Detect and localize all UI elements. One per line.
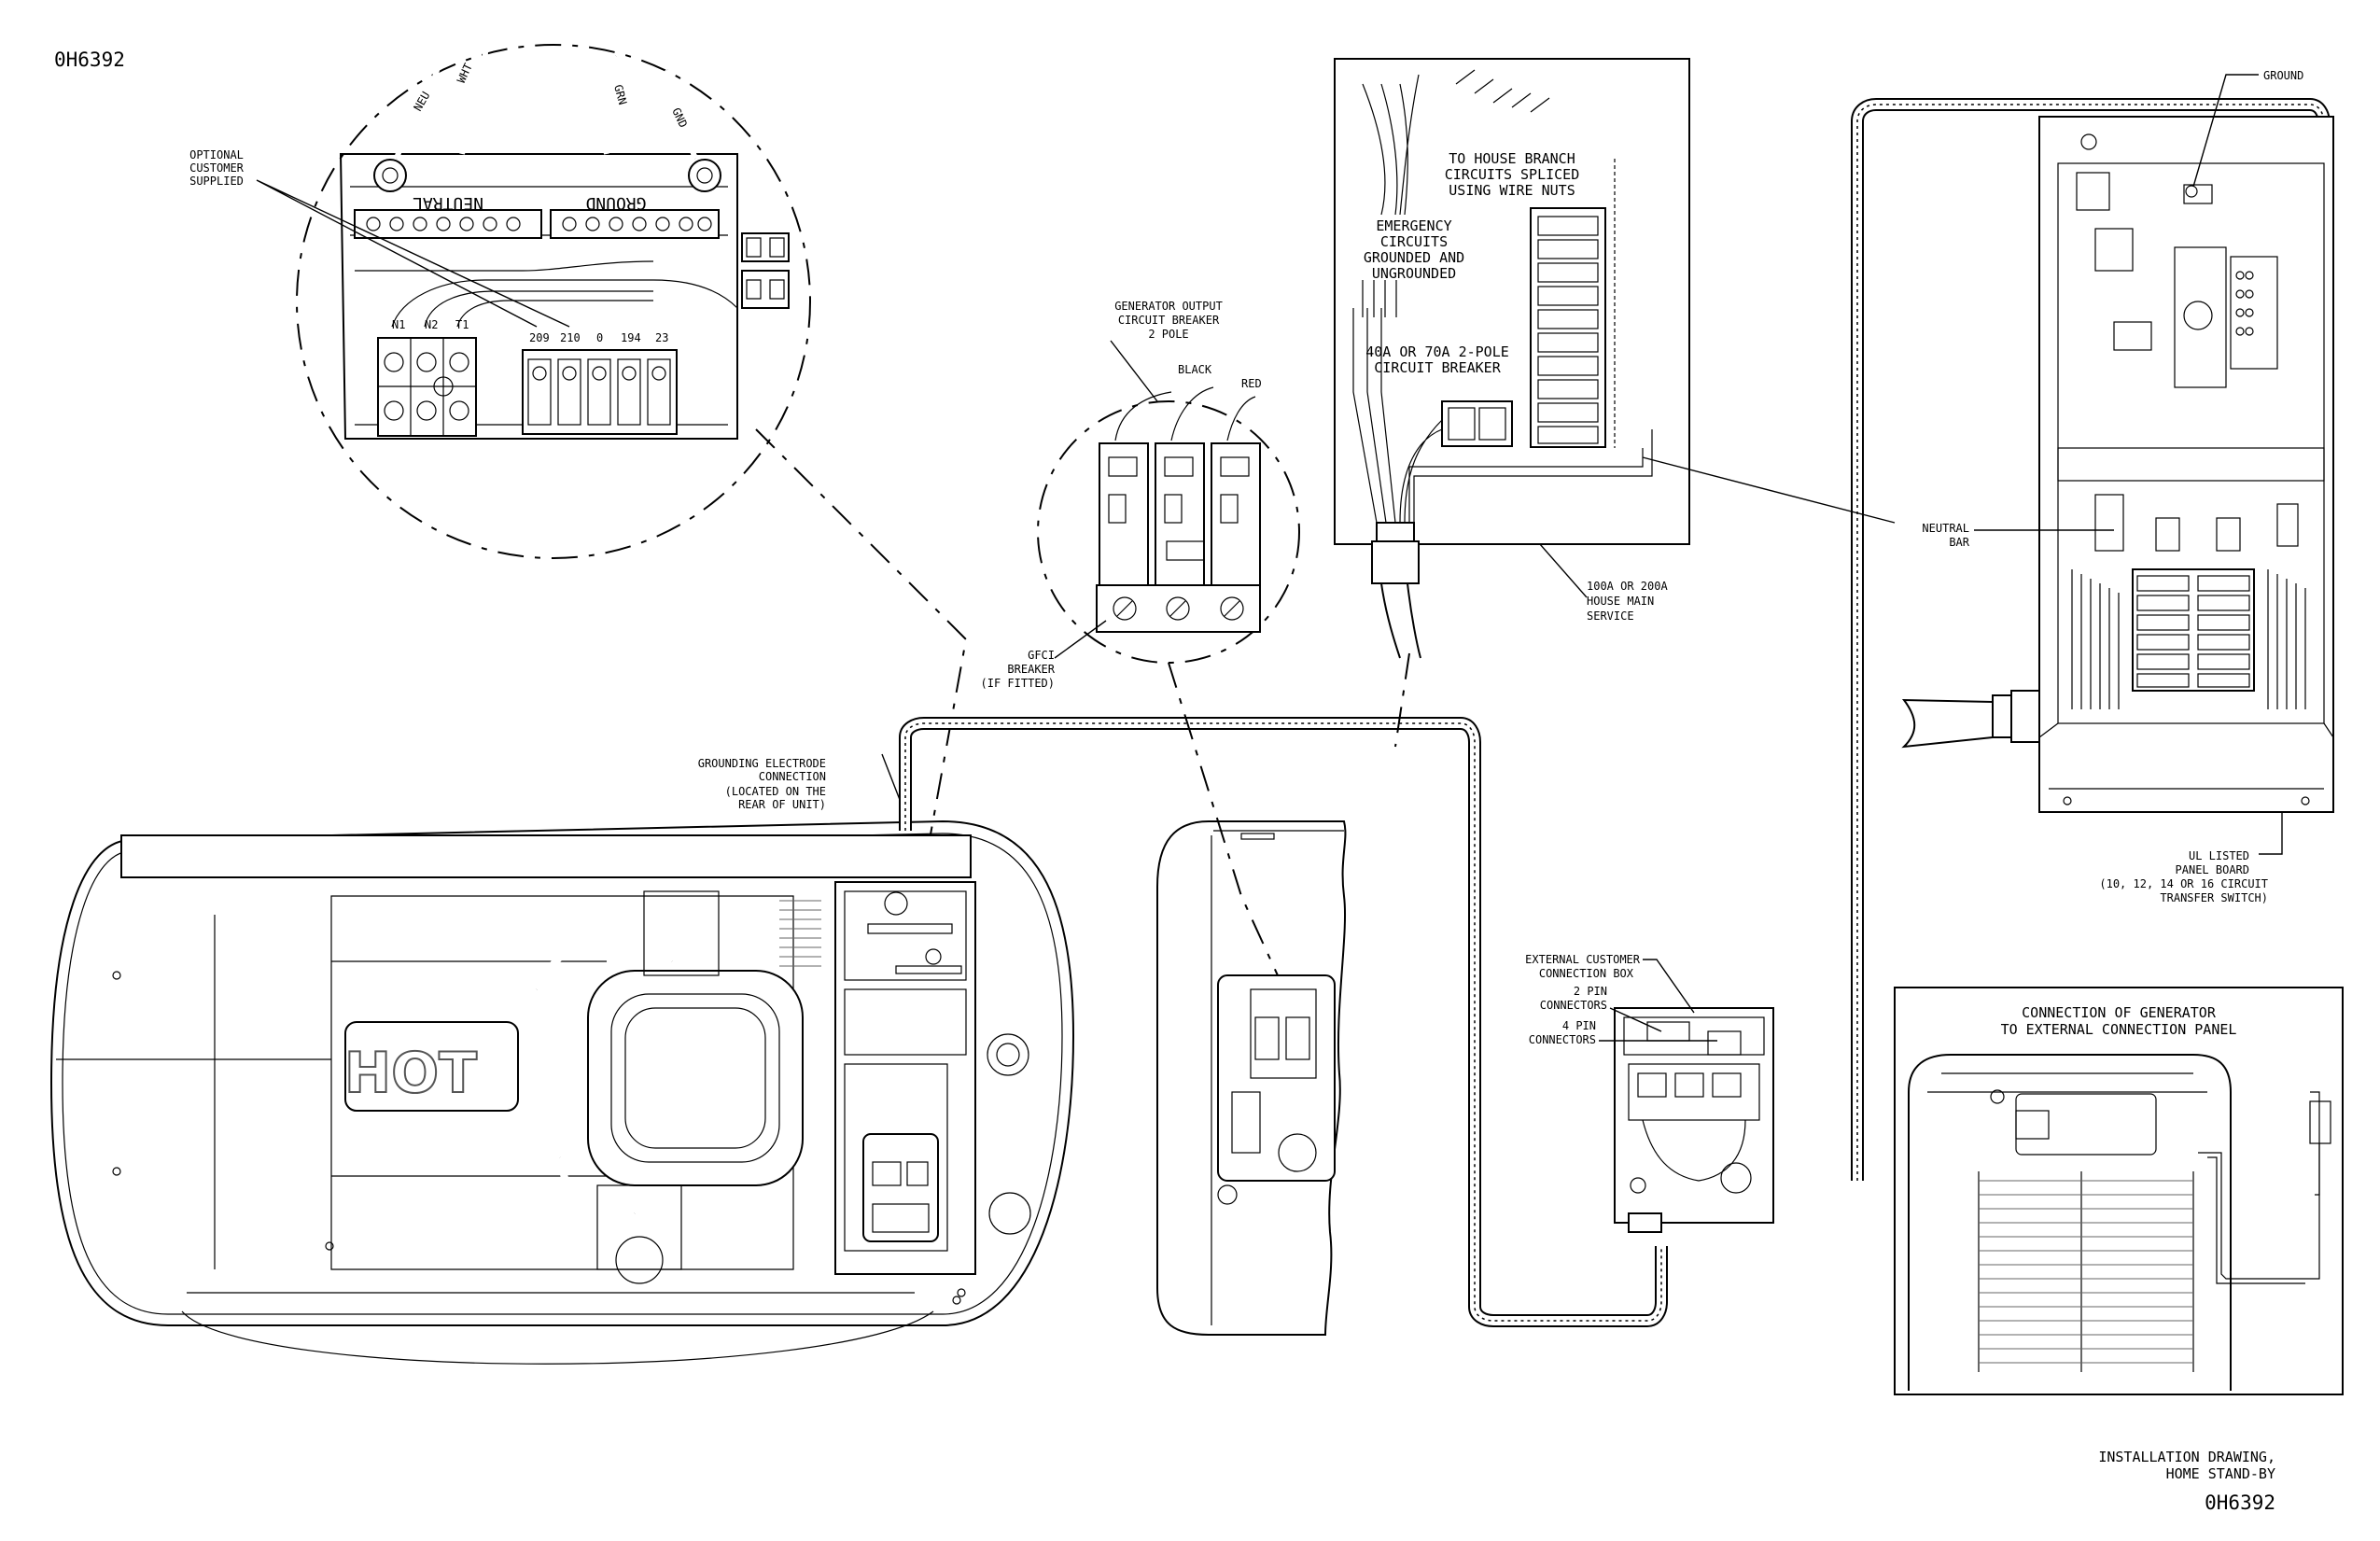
black-wire-label: BLACK — [1178, 363, 1212, 376]
grounding-electrode-callout: GROUNDING ELECTRODE CONNECTION (LOCATED … — [698, 753, 911, 827]
generator-top-view: HOT — [49, 820, 1075, 1365]
external-box-callout: EXTERNAL CUSTOMER CONNECTION BOX — [1525, 953, 1695, 1014]
inset-title-line-2: TO EXTERNAL CONNECTION PANEL — [2001, 1021, 2237, 1038]
control-terminal-209: 209 — [529, 331, 550, 344]
document-id-top: 0H6392 — [54, 49, 125, 71]
svg-text:(LOCATED ON THE: (LOCATED ON THE — [725, 785, 826, 798]
ul-listed-callout: UL LISTED PANEL BOARD (10, 12, 14 OR 16 … — [2099, 812, 2283, 904]
svg-text:GFCI: GFCI — [1028, 649, 1055, 662]
breaker-2pole-line-2: CIRCUIT BREAKER — [1374, 359, 1501, 376]
svg-text:SERVICE: SERVICE — [1587, 609, 1634, 623]
svg-text:PANEL BOARD: PANEL BOARD — [2176, 863, 2249, 876]
two-pin-connector-callout: 2 PIN CONNECTORS — [1540, 985, 1662, 1032]
svg-text:EXTERNAL CUSTOMER: EXTERNAL CUSTOMER — [1525, 953, 1641, 966]
house-branch-line-2: CIRCUITS SPLICED — [1445, 166, 1580, 183]
wire-gnd-label: GND — [669, 105, 690, 130]
drawing-title-line-2: HOME STAND-BY — [2166, 1465, 2275, 1482]
svg-text:100A OR 200A: 100A OR 200A — [1587, 580, 1668, 593]
emergency-line-2: CIRCUITS — [1380, 233, 1448, 250]
svg-text:CIRCUIT BREAKER: CIRCUIT BREAKER — [1118, 314, 1220, 327]
svg-text:CONNECTORS: CONNECTORS — [1529, 1033, 1596, 1046]
wire-wht-label: WHT — [455, 62, 475, 86]
svg-text:2 POLE: 2 POLE — [1148, 328, 1188, 341]
svg-text:CONNECTION BOX: CONNECTION BOX — [1539, 967, 1634, 980]
ground-bar-label: GROUND — [585, 193, 646, 213]
control-terminal-210: 210 — [560, 331, 581, 344]
gfci-breaker-callout: GFCI BREAKER (IF FITTED) — [981, 620, 1107, 690]
svg-text:UL LISTED: UL LISTED — [2189, 849, 2249, 862]
emergency-line-4: UNGROUNDED — [1372, 265, 1456, 282]
generator-output-breaker-callout: GENERATOR OUTPUT CIRCUIT BREAKER 2 POLE … — [1110, 300, 1262, 402]
connection-inset: CONNECTION OF GENERATOR TO EXTERNAL CONN… — [1894, 987, 2344, 1395]
generator-side-panel — [1156, 820, 1347, 1336]
optional-customer-supplied-callout: OPTIONAL CUSTOMER SUPPLIED — [189, 148, 570, 328]
emergency-line-1: EMERGENCY — [1376, 217, 1451, 234]
control-terminal-23: 23 — [655, 331, 668, 344]
svg-text:NEUTRAL: NEUTRAL — [1922, 522, 1969, 535]
red-wire-label: RED — [1241, 377, 1262, 390]
svg-text:(10, 12, 14 OR 16 CIRCUIT: (10, 12, 14 OR 16 CIRCUIT — [2099, 877, 2268, 890]
svg-text:2 PIN: 2 PIN — [1574, 985, 1607, 998]
neutral-bar-label: NEUTRAL — [413, 193, 483, 213]
house-branch-line-1: TO HOUSE BRANCH — [1449, 150, 1575, 167]
svg-text:GROUND: GROUND — [2263, 69, 2303, 82]
wire-grn-label: GRN — [611, 83, 629, 106]
svg-text:BAR: BAR — [1949, 536, 1969, 549]
svg-text:OPTIONAL: OPTIONAL — [189, 148, 244, 161]
emergency-line-3: GROUNDED AND — [1364, 249, 1464, 266]
main-service-callout: 100A OR 200A HOUSE MAIN SERVICE — [1539, 543, 1668, 623]
inset-title-line-1: CONNECTION OF GENERATOR — [2022, 1004, 2217, 1021]
svg-text:CUSTOMER: CUSTOMER — [189, 161, 245, 175]
hot-warning-label: HOT — [344, 1041, 477, 1106]
svg-text:HOUSE MAIN: HOUSE MAIN — [1587, 595, 1654, 608]
control-terminal-194: 194 — [621, 331, 641, 344]
control-terminal-0: 0 — [596, 331, 603, 344]
external-connection-box — [1614, 1007, 1774, 1233]
house-main-service-panel: TO HOUSE BRANCH CIRCUITS SPLICED USING W… — [1334, 58, 1690, 659]
svg-text:(IF FITTED): (IF FITTED) — [981, 677, 1055, 690]
house-branch-line-3: USING WIRE NUTS — [1449, 182, 1575, 199]
document-id-bottom: 0H6392 — [2205, 1492, 2275, 1514]
svg-text:GENERATOR OUTPUT: GENERATOR OUTPUT — [1114, 300, 1223, 313]
breaker-2pole-line-1: 40A OR 70A 2-POLE — [1365, 343, 1509, 360]
svg-text:CONNECTORS: CONNECTORS — [1540, 999, 1607, 1012]
four-pin-connector-callout: 4 PIN CONNECTORS — [1529, 1019, 1717, 1046]
terminal-n2-label: N2 — [425, 318, 438, 331]
svg-text:SUPPLIED: SUPPLIED — [189, 175, 244, 188]
drawing-title-line-1: INSTALLATION DRAWING, — [2098, 1449, 2275, 1465]
svg-text:CONNECTION: CONNECTION — [759, 770, 826, 783]
terminal-n1-label: N1 — [392, 318, 405, 331]
svg-text:4 PIN: 4 PIN — [1562, 1019, 1596, 1032]
transfer-switch-panel — [1901, 116, 2334, 813]
svg-text:GROUNDING ELECTRODE: GROUNDING ELECTRODE — [698, 757, 826, 770]
ground-callout: GROUND — [2192, 69, 2303, 188]
breaker-detail-zoom — [1037, 386, 1300, 1009]
neutral-bar-callout: NEUTRAL BAR — [1642, 456, 2114, 549]
svg-text:REAR OF UNIT): REAR OF UNIT) — [738, 798, 826, 811]
svg-text:TRANSFER SWITCH): TRANSFER SWITCH) — [2160, 891, 2268, 904]
terminal-detail-zoom: NEUTRAL GROUND NEU WHT GRN GND N1 N2 T1 — [296, 44, 811, 559]
svg-text:BREAKER: BREAKER — [1007, 663, 1055, 676]
